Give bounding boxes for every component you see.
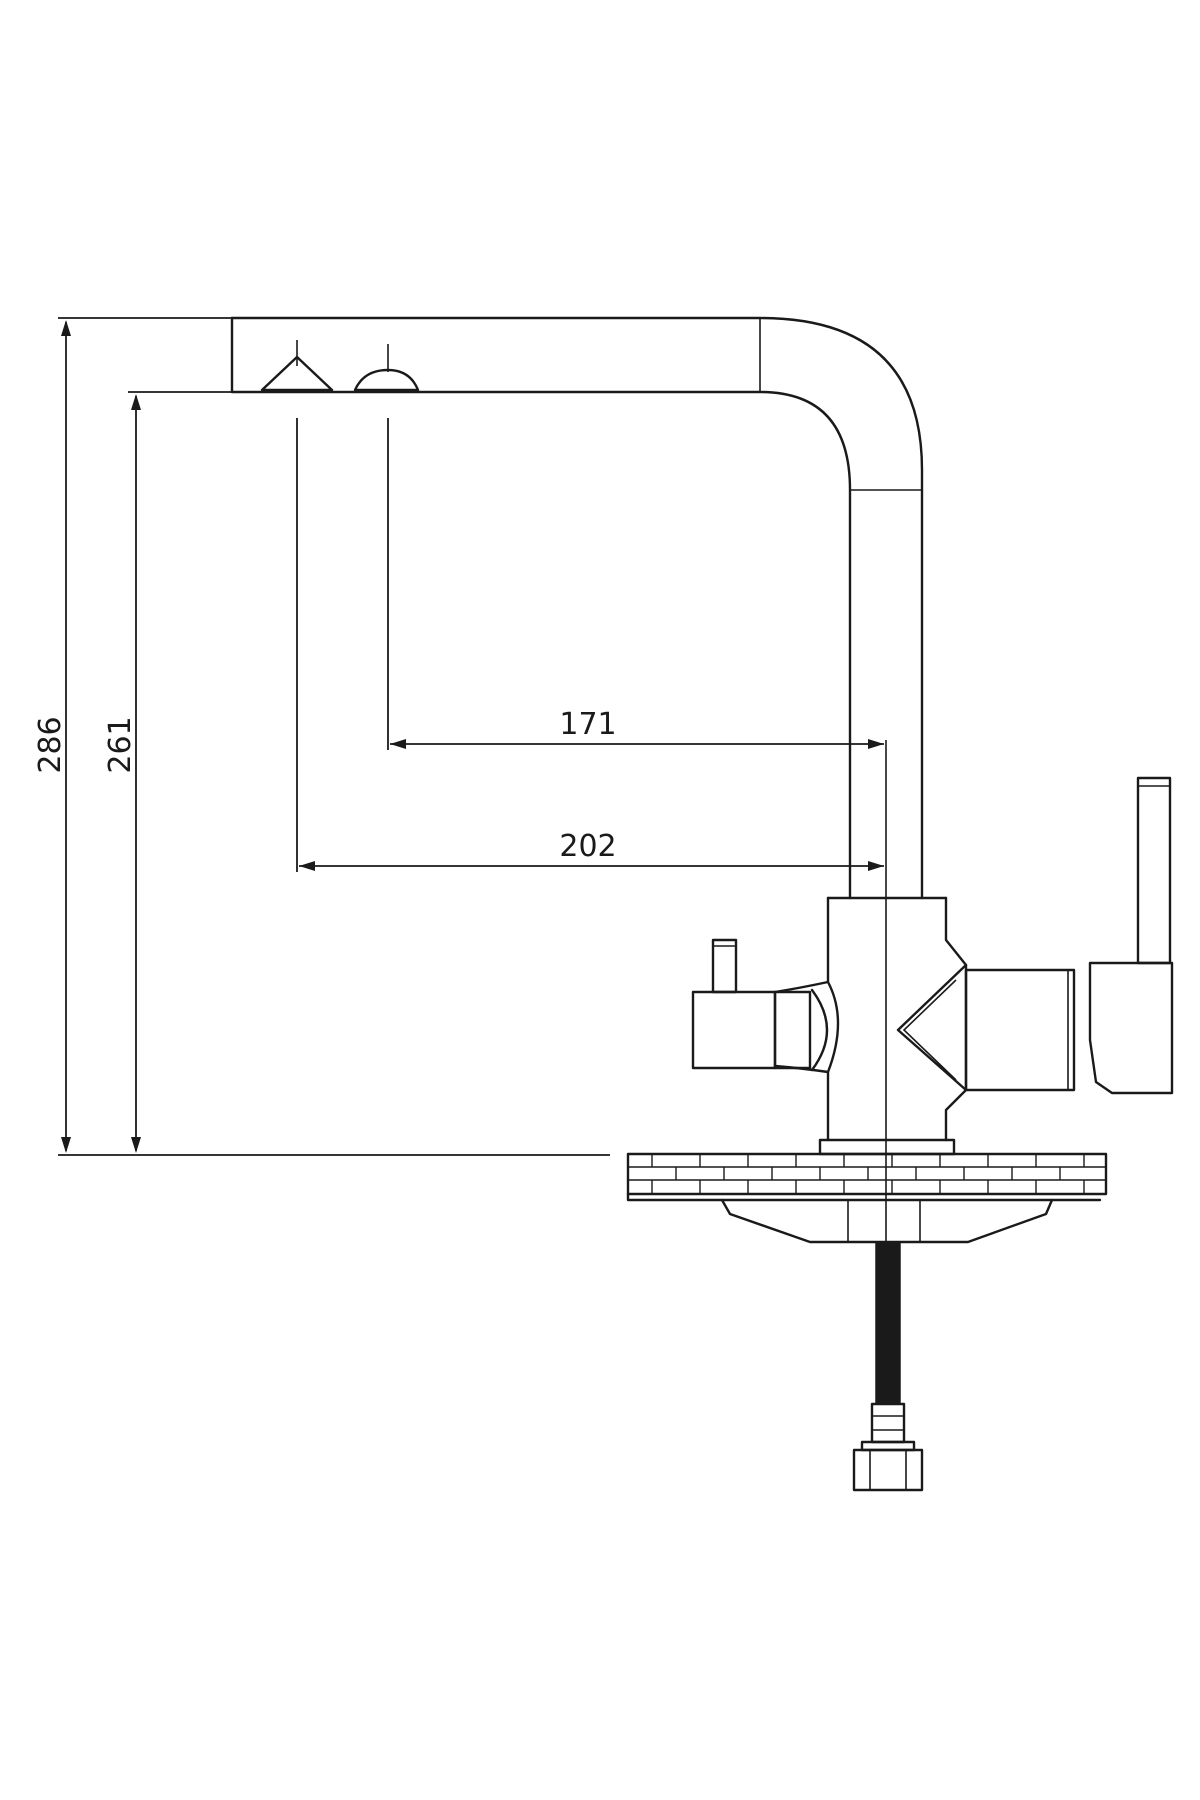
left-handle-collar bbox=[773, 990, 812, 1070]
supply-hose bbox=[852, 1241, 924, 1492]
dimension-label-286: 286 bbox=[33, 716, 68, 773]
dimension-reach-202: 202 bbox=[296, 418, 884, 872]
left-handle-lever bbox=[711, 938, 738, 994]
body-left-edge bbox=[826, 896, 840, 1142]
arrow-up-icon bbox=[61, 320, 71, 336]
hose-fitting bbox=[870, 1402, 906, 1444]
braided-hose bbox=[875, 1241, 901, 1405]
dimension-label-261: 261 bbox=[103, 716, 138, 773]
arrow-down-icon bbox=[131, 1137, 141, 1153]
right-handle-body bbox=[964, 968, 1076, 1092]
right-handle-cartridge bbox=[1088, 961, 1174, 1095]
right-handle bbox=[964, 776, 1174, 1095]
left-branch-top bbox=[773, 980, 830, 994]
countertop-underside bbox=[626, 1192, 1102, 1202]
mounting-plate-outline bbox=[720, 1198, 1054, 1244]
countertop-brick-rows bbox=[628, 1166, 1106, 1181]
left-branch-curve bbox=[810, 988, 829, 1072]
nozzle-outer-icon bbox=[260, 355, 334, 392]
right-branch-notch bbox=[896, 963, 968, 1092]
countertop bbox=[626, 1152, 1108, 1202]
faucet-body bbox=[773, 896, 968, 1156]
body-right-edge bbox=[944, 896, 968, 1142]
arrow-right-icon bbox=[868, 861, 884, 871]
mounting-plate bbox=[720, 1198, 1054, 1244]
spout-outer-edge bbox=[230, 316, 924, 900]
right-branch-notch-inner bbox=[902, 979, 957, 1081]
countertop-slab bbox=[626, 1152, 1108, 1196]
dimension-total-height: 286 bbox=[33, 317, 760, 1156]
dimension-reach-171: 171 bbox=[387, 418, 884, 750]
arrow-left-icon bbox=[299, 861, 315, 871]
arrow-right-icon bbox=[868, 739, 884, 749]
arrow-down-icon bbox=[61, 1137, 71, 1153]
right-handle-lever bbox=[1136, 776, 1172, 965]
faucet-spout bbox=[230, 316, 924, 900]
hose-nut-icon bbox=[852, 1448, 924, 1492]
arrow-left-icon bbox=[390, 739, 406, 749]
body-base-flange bbox=[818, 1138, 956, 1156]
dimension-label-171: 171 bbox=[559, 707, 616, 742]
countertop-brick-joints bbox=[651, 1154, 1085, 1194]
spout-inner-edge bbox=[230, 390, 852, 900]
left-handle-body bbox=[691, 990, 777, 1070]
dimension-spout-height: 261 bbox=[103, 391, 232, 1153]
dimension-label-202: 202 bbox=[559, 829, 616, 864]
arrow-up-icon bbox=[131, 394, 141, 410]
nozzle-inner-icon bbox=[353, 368, 420, 392]
left-handle bbox=[691, 938, 812, 1070]
